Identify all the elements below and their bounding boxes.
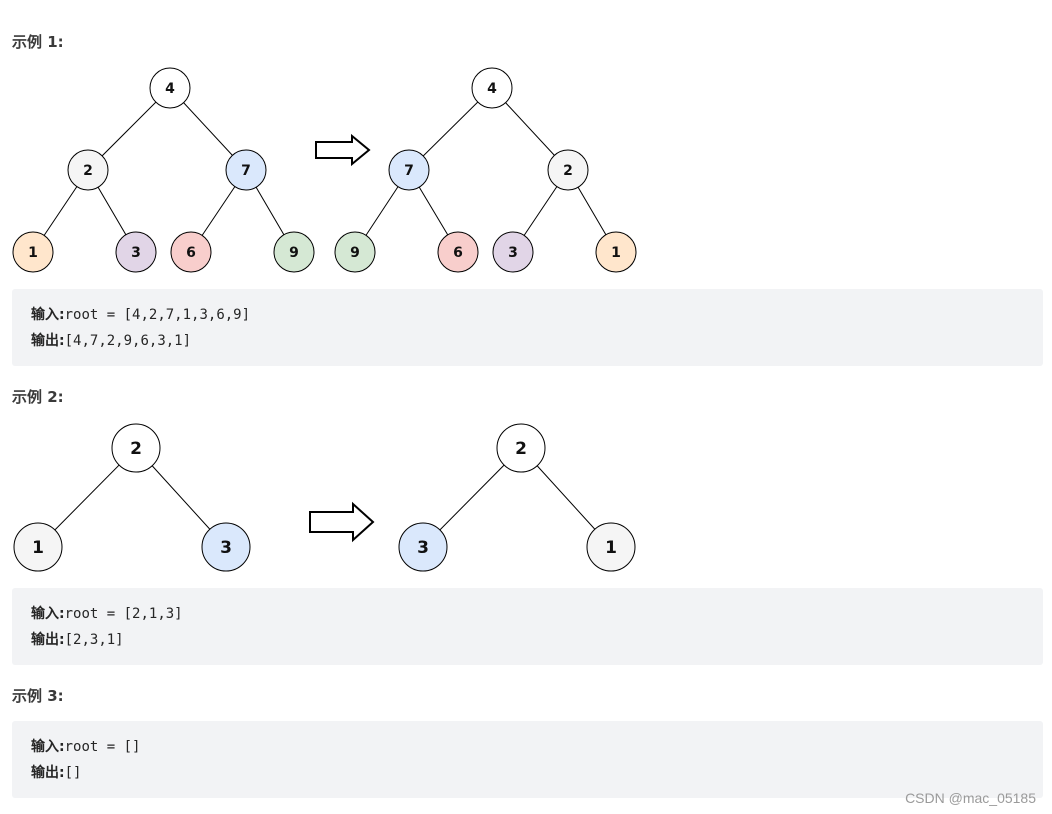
node-circle (201, 522, 251, 572)
input-label: 输入: (31, 606, 65, 622)
output-line: 输出:[4,7,2,9,6,3,1] (31, 328, 1043, 354)
node-circle (334, 231, 376, 273)
node-circle (471, 67, 513, 109)
tree-node: 3 (201, 522, 251, 572)
tree-node: 6 (437, 231, 479, 273)
input-value: root = [4,2,7,1,3,6,9] (64, 307, 251, 323)
node-circle (13, 522, 63, 572)
tree-node: 2 (111, 423, 161, 473)
node-circle (388, 149, 430, 191)
node-label: 7 (404, 163, 414, 179)
output-line: 输出:[2,3,1] (31, 627, 1043, 653)
example-2-code-block: 输入:root = [2,1,3] 输出:[2,3,1] (12, 588, 1043, 665)
tree-node: 7 (225, 149, 267, 191)
node-label: 3 (417, 538, 429, 558)
node-circle (595, 231, 637, 273)
node-circle (492, 231, 534, 273)
tree-node: 1 (12, 231, 54, 273)
tree-node: 3 (115, 231, 157, 273)
tree-node: 1 (13, 522, 63, 572)
node-circle (170, 231, 212, 273)
tree-node: 2 (547, 149, 589, 191)
tree-node: 1 (595, 231, 637, 273)
node-label: 2 (563, 163, 573, 179)
input-line: 输入:root = [4,2,7,1,3,6,9] (31, 302, 1043, 328)
tree-node: 9 (273, 231, 315, 273)
tree-node: 4 (149, 67, 191, 109)
input-line: 输入:root = [2,1,3] (31, 601, 1043, 627)
node-circle (149, 67, 191, 109)
node-circle (225, 149, 267, 191)
node-label: 9 (350, 245, 360, 261)
example-1-before-tree: 4 2 7 1 3 6 9 (12, 67, 315, 273)
node-label: 1 (605, 538, 617, 558)
node-circle (398, 522, 448, 572)
node-label: 2 (83, 163, 93, 179)
tree-node: 4 (471, 67, 513, 109)
input-label: 输入: (31, 307, 65, 323)
tree-node: 6 (170, 231, 212, 273)
example-2-diagram: 2 1 3 2 3 1 (13, 423, 636, 572)
node-circle (437, 231, 479, 273)
example-1-after-tree: 4 7 2 9 6 3 1 (334, 67, 637, 273)
tree-node: 1 (586, 522, 636, 572)
node-circle (111, 423, 161, 473)
node-circle (496, 423, 546, 473)
example-2-before-tree: 2 1 3 (13, 423, 251, 572)
tree-node: 2 (67, 149, 109, 191)
tree-node: 3 (492, 231, 534, 273)
input-value: root = [2,1,3] (64, 606, 183, 622)
node-label: 9 (289, 245, 299, 261)
node-circle (67, 149, 109, 191)
example-1-code-block: 输入:root = [4,2,7,1,3,6,9] 输出:[4,7,2,9,6,… (12, 289, 1043, 366)
output-label: 输出: (31, 765, 65, 781)
node-circle (12, 231, 54, 273)
example-3-heading: 示例 3: (12, 687, 64, 705)
node-label: 2 (515, 439, 527, 459)
node-label: 6 (453, 245, 463, 261)
node-label: 6 (186, 245, 196, 261)
tree-node: 7 (388, 149, 430, 191)
node-label: 3 (220, 538, 232, 558)
input-line: 输入:root = [] (31, 734, 1043, 760)
output-label: 输出: (31, 333, 65, 349)
example-2-heading: 示例 2: (12, 388, 64, 406)
csdn-watermark: CSDN @mac_05185 (905, 790, 1036, 806)
node-label: 1 (611, 245, 621, 261)
example-3-code-block: 输入:root = [] 输出:[] (12, 721, 1043, 798)
output-line: 输出:[] (31, 760, 1043, 786)
output-label: 输出: (31, 632, 65, 648)
node-label: 2 (130, 439, 142, 459)
example-2-after-tree: 2 3 1 (398, 423, 636, 572)
input-label: 输入: (31, 739, 65, 755)
node-circle (586, 522, 636, 572)
output-value: [2,3,1] (64, 632, 124, 648)
tree-node: 9 (334, 231, 376, 273)
node-label: 3 (131, 245, 141, 261)
tree-node: 2 (496, 423, 546, 473)
node-label: 3 (508, 245, 518, 261)
node-label: 1 (28, 245, 38, 261)
tree-node: 3 (398, 522, 448, 572)
node-circle (273, 231, 315, 273)
example-1-diagram: 4 2 7 1 3 6 9 4 7 2 9 6 3 1 (12, 67, 637, 273)
right-arrow-icon (309, 501, 375, 543)
example-1-heading: 示例 1: (12, 33, 64, 51)
node-label: 1 (32, 538, 44, 558)
node-label: 4 (165, 81, 175, 97)
node-label: 4 (487, 81, 497, 97)
node-circle (115, 231, 157, 273)
right-arrow-icon (315, 133, 371, 167)
output-value: [4,7,2,9,6,3,1] (64, 333, 192, 349)
node-circle (547, 149, 589, 191)
input-value: root = [] (64, 739, 141, 755)
output-value: [] (64, 765, 82, 781)
node-label: 7 (241, 163, 251, 179)
